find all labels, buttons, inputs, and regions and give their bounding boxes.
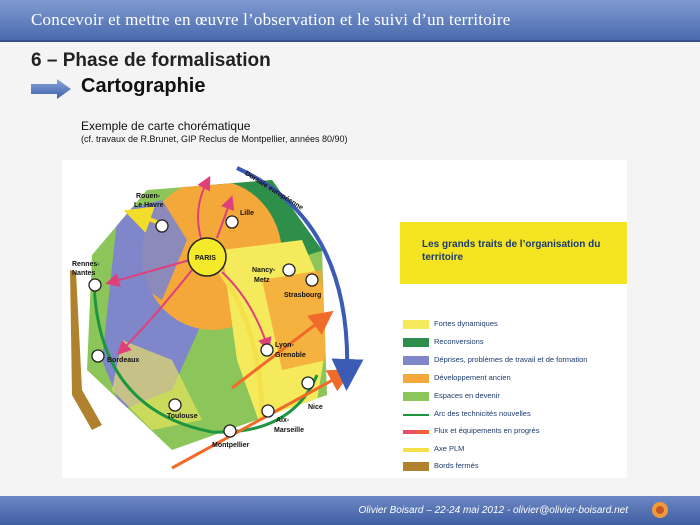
city-nancy-2: Metz	[254, 277, 270, 284]
city-rennes-2: Nantes	[72, 270, 95, 277]
city-nice: Nice	[308, 404, 323, 411]
legend-label: Axe PLM	[434, 444, 465, 453]
logo-icon	[652, 502, 668, 518]
legend-swatch	[403, 374, 429, 383]
legend-title: Les grands traits de l’organisation du t…	[422, 239, 601, 263]
legend-swatch	[403, 448, 429, 452]
header-bar: Concevoir et mettre en œuvre l’observati…	[0, 0, 700, 42]
city-lille-marker	[225, 215, 239, 229]
legend-swatch	[403, 430, 429, 434]
choreme-map: Dorsale européenne PARIS Rouen- Le Havre…	[62, 160, 627, 478]
section-subtitle: Cartographie	[81, 75, 206, 97]
city-nancy-marker	[282, 263, 296, 277]
city-rennes-marker	[88, 278, 102, 292]
city-aix-marker	[261, 404, 275, 418]
legend-swatch	[403, 462, 429, 471]
header-title: Concevoir et mettre en œuvre l’observati…	[31, 10, 511, 29]
city-rouen-2: Le Havre	[134, 202, 164, 209]
legend-label: Espaces en devenir	[434, 391, 500, 400]
city-strasbourg: Strasbourg	[284, 292, 321, 299]
city-paris-marker	[187, 237, 227, 277]
legend-swatch	[403, 320, 429, 329]
closed-border-left	[70, 270, 102, 430]
city-aix-2: Marseille	[274, 427, 304, 434]
city-nice-marker	[301, 376, 315, 390]
city-nancy: Nancy-	[252, 267, 276, 274]
example-title: Exemple de carte chorématique	[81, 119, 251, 133]
city-rouen-marker	[155, 219, 169, 233]
legend-swatch	[403, 356, 429, 365]
example-note: (cf. travaux de R.Brunet, GIP Reclus de …	[81, 134, 348, 144]
choreme-map-svg: Dorsale européenne PARIS Rouen- Le Havre…	[70, 166, 364, 470]
city-lyon-2: Grenoble	[275, 352, 306, 359]
legend-swatch	[403, 338, 429, 347]
legend-label: Flux et équipements en progrès	[434, 426, 540, 435]
legend-label: Développement ancien	[434, 373, 511, 382]
legend-title-box: Les grands traits de l’organisation du t…	[400, 222, 627, 284]
legend-label: Bords fermés	[434, 461, 479, 470]
city-bordeaux: Bordeaux	[107, 357, 139, 364]
legend-label: Reconversions	[434, 337, 484, 346]
legend-label: Arc des technicités nouvelles	[434, 409, 531, 418]
arrow-right-icon	[31, 79, 71, 99]
city-lille: Lille	[240, 210, 254, 217]
city-rouen: Rouen-	[136, 193, 161, 200]
city-rennes: Rennes-	[72, 261, 100, 268]
city-montpellier: Montpellier	[212, 442, 250, 449]
legend-label: Déprises, problèmes de travail et de for…	[434, 355, 588, 364]
legend-swatch	[403, 392, 429, 401]
city-strasbourg-marker	[305, 273, 319, 287]
legend-swatch	[403, 414, 429, 416]
city-bordeaux-marker	[91, 349, 105, 363]
city-toulouse-marker	[168, 398, 182, 412]
city-paris: PARIS	[195, 255, 216, 262]
city-aix: Aix-	[276, 417, 290, 424]
footer-bar: Olivier Boisard – 22-24 mai 2012 - olivi…	[0, 496, 700, 525]
section-title: 6 – Phase de formalisation	[31, 50, 271, 71]
city-toulouse: Toulouse	[167, 413, 198, 420]
city-lyon: Lyon-	[275, 342, 294, 349]
city-montpellier-marker	[223, 424, 237, 438]
city-lyon-marker	[260, 343, 274, 357]
footer-text: Olivier Boisard – 22-24 mai 2012 - olivi…	[358, 505, 628, 516]
legend-label: Fortes dynamiques	[434, 319, 498, 328]
